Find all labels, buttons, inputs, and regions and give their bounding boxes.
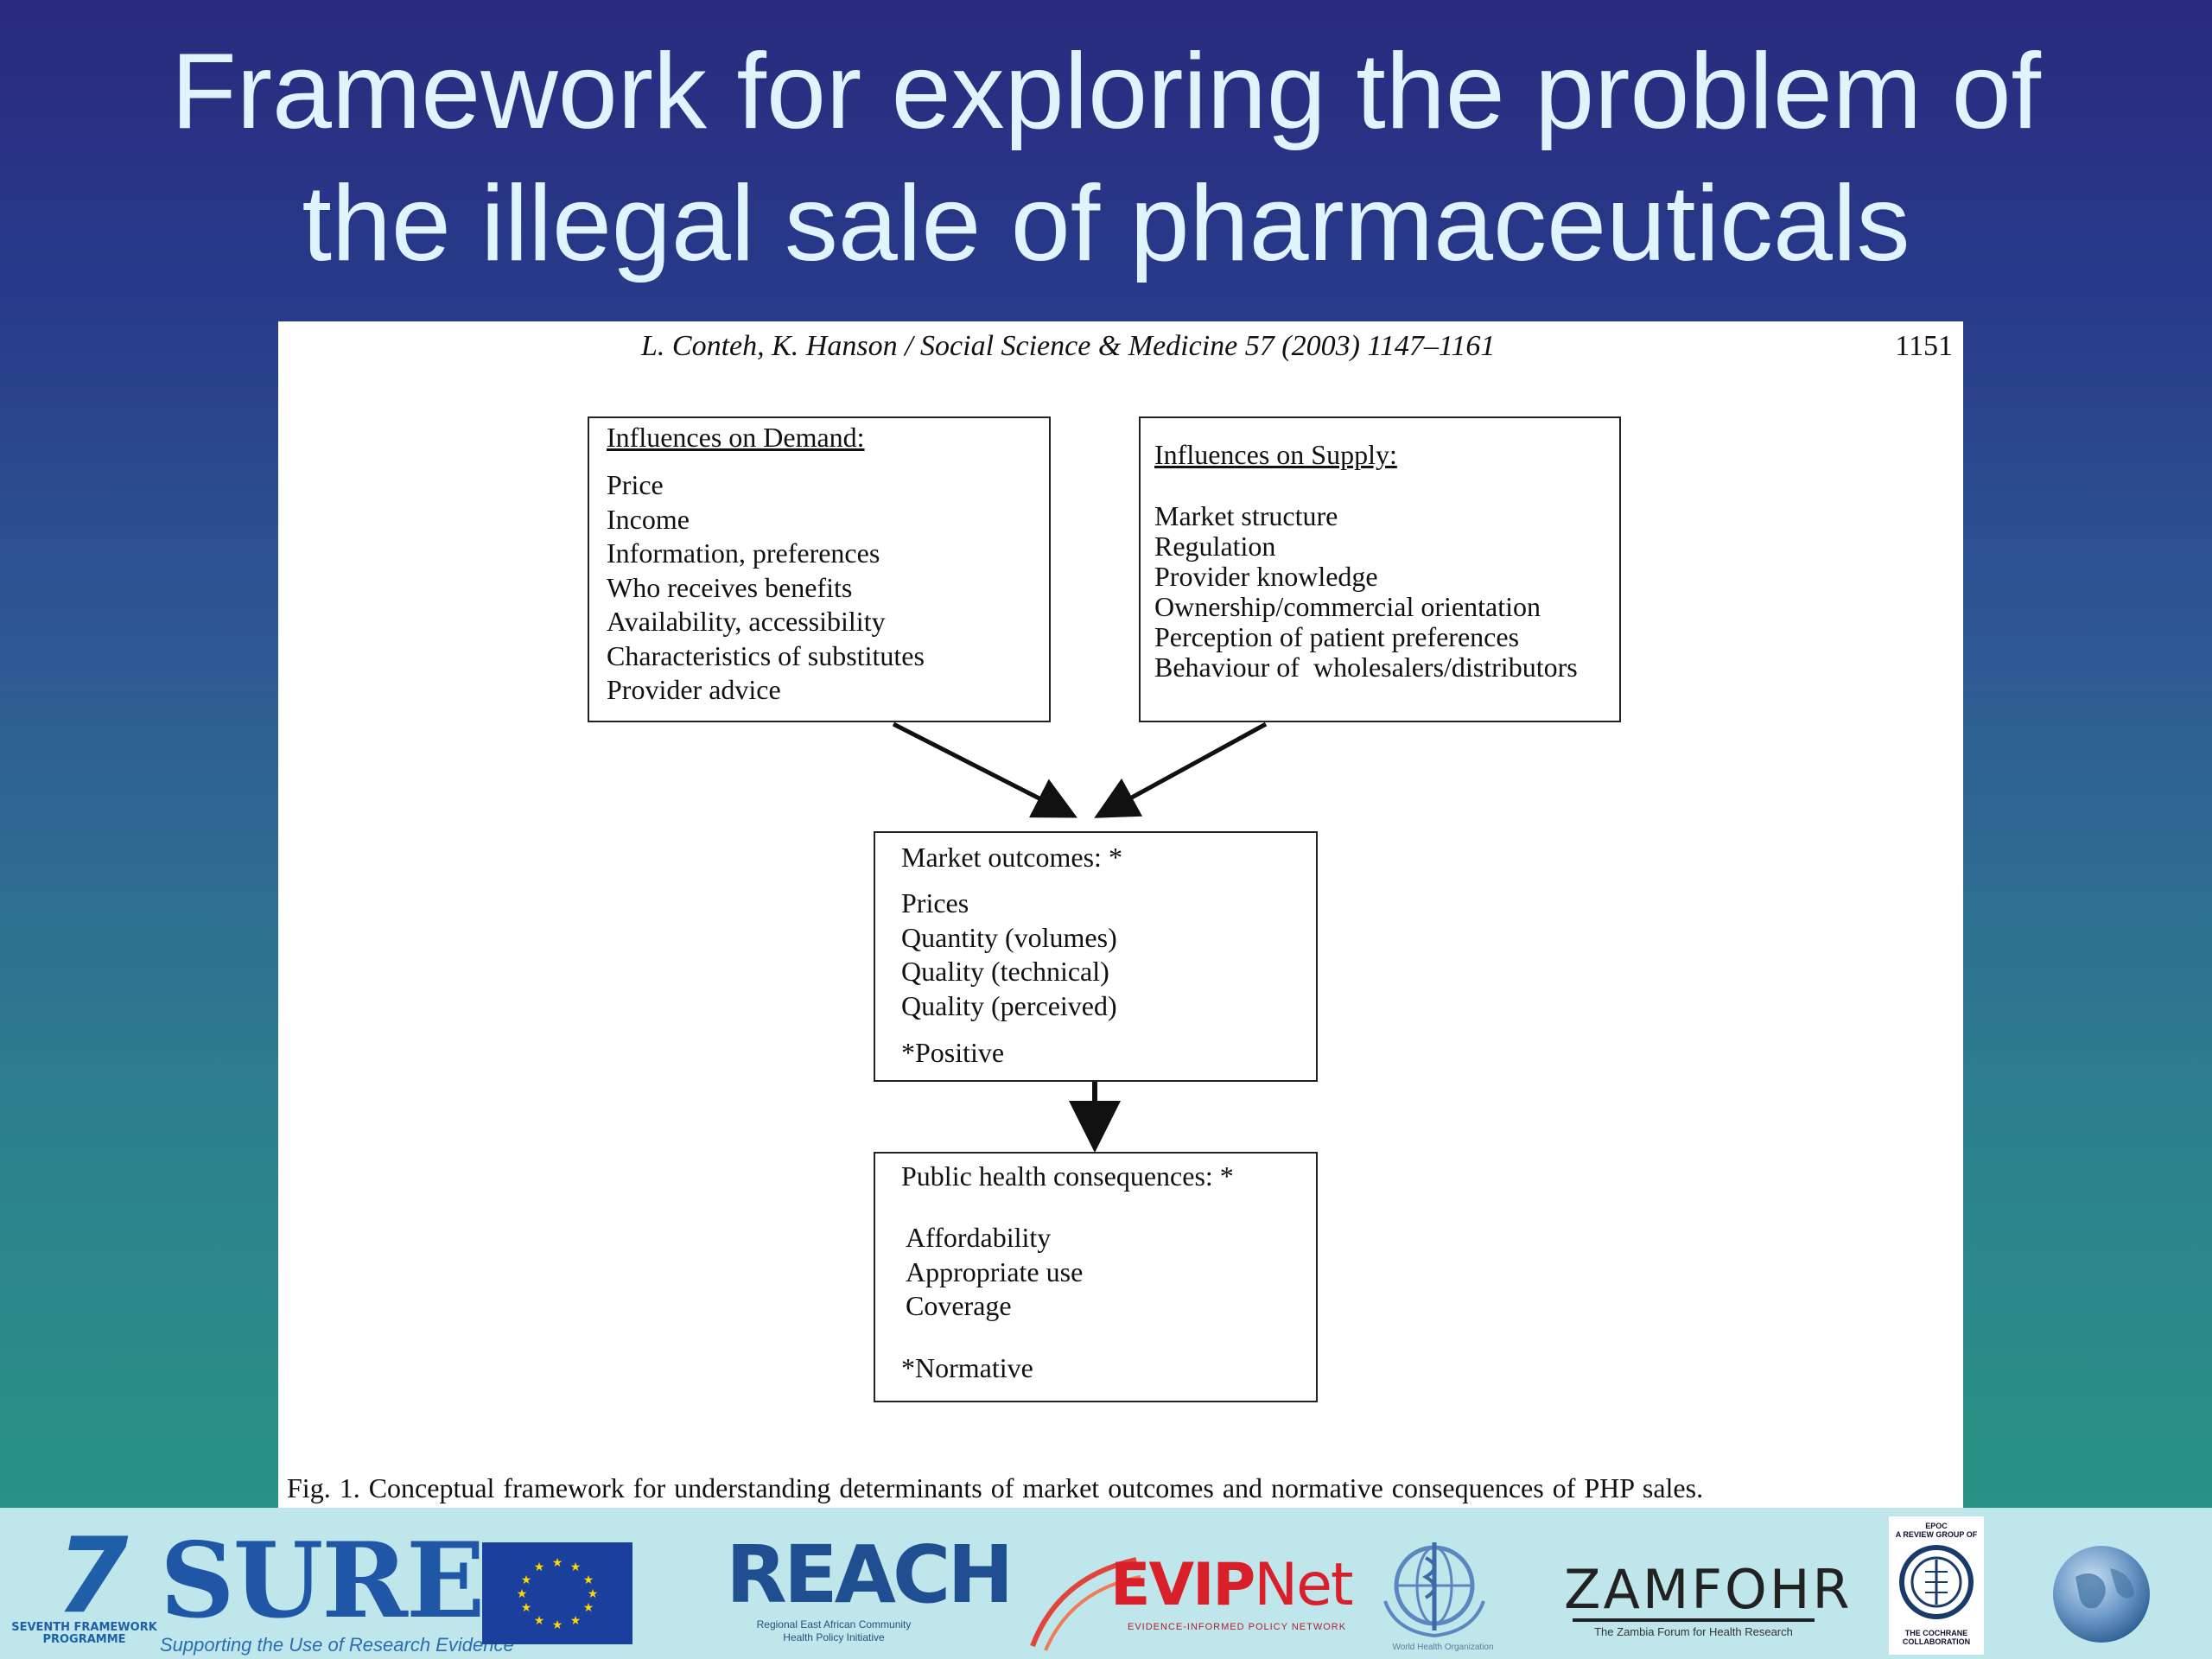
supply-item: Provider knowledge — [1154, 561, 1378, 592]
svg-text:★: ★ — [570, 1560, 582, 1574]
svg-text:★: ★ — [534, 1560, 545, 1574]
reach-subtitle-2: Health Policy Initiative — [783, 1631, 885, 1643]
seven-fp-label: SEVENTH FRAMEWORK PROGRAMME — [11, 1621, 157, 1646]
evipnet-word-bold: EVIP — [1110, 1551, 1255, 1619]
cochrane-epoc-logo: EPOC A REVIEW GROUP OF THE COCHRANE COLL… — [1889, 1516, 1984, 1655]
svg-text:★: ★ — [552, 1618, 563, 1632]
supply-to-market-arrow — [1094, 721, 1268, 818]
svg-text:★: ★ — [534, 1614, 545, 1628]
cochrane-top-line-2: A REVIEW GROUP OF — [1895, 1530, 1978, 1539]
svg-text:★: ★ — [552, 1556, 563, 1570]
reach-subtitle-1: Regional East African Community — [756, 1618, 912, 1630]
market-box-heading: Market outcomes: * — [901, 842, 1122, 873]
market-items-list: Prices Quantity (volumes) Quality (techn… — [901, 887, 1117, 1023]
cochrane-top-line-1: EPOC — [1925, 1522, 1948, 1530]
demand-item: Price — [607, 469, 664, 500]
slide-title: Framework for exploring the problem of t… — [0, 26, 2212, 290]
svg-text:★: ★ — [570, 1614, 582, 1628]
svg-text:★: ★ — [521, 1573, 532, 1587]
demand-to-market-arrow — [892, 721, 1077, 818]
health-item: Coverage — [906, 1290, 1012, 1321]
supply-items-list: Market structure Regulation Provider kno… — [1154, 501, 1578, 683]
figure-caption: Fig. 1. Conceptual framework for underst… — [287, 1472, 1704, 1503]
market-item: Prices — [901, 887, 969, 918]
zamfohr-wordmark: ZAMFOHR — [1564, 1558, 1853, 1621]
demand-item: Income — [607, 503, 690, 535]
evipnet-wordmark: EVIPNet — [1110, 1551, 1354, 1619]
market-outcomes-box: Market outcomes: * Prices Quantity (volu… — [874, 831, 1318, 1082]
who-subtitle: World Health Organization — [1392, 1643, 1494, 1652]
health-items-list: Affordability Appropriate use Coverage — [906, 1221, 1083, 1324]
evipnet-swoosh-icon — [1030, 1557, 1141, 1651]
public-health-consequences-box: Public health consequences: * Affordabil… — [874, 1152, 1318, 1402]
cochrane-bottom-line-2: COLLABORATION — [1902, 1637, 1971, 1646]
evipnet-word-net: Net — [1254, 1551, 1353, 1619]
slide-title-line-1: Framework for exploring the problem of — [170, 32, 2041, 151]
demand-items-list: Price Income Information, preferences Wh… — [607, 468, 925, 708]
supply-influences-box: Influences on Supply: Market structure R… — [1139, 416, 1621, 722]
zamfohr-subtitle: The Zambia Forum for Health Research — [1594, 1625, 1793, 1638]
cochrane-emblem-icon — [1899, 1545, 1974, 1619]
demand-item: Provider advice — [607, 674, 781, 705]
demand-item: Information, preferences — [607, 537, 880, 569]
cochrane-bottom-line-1: THE COCHRANE — [1904, 1629, 1968, 1637]
sure-tagline: Supporting the Use of Research Evidence — [160, 1634, 514, 1656]
demand-influences-box: Influences on Demand: Price Income Infor… — [588, 416, 1051, 722]
demand-item: Characteristics of substitutes — [607, 639, 925, 671]
paper-figure-panel: L. Conteh, K. Hanson / Social Science & … — [278, 321, 1963, 1514]
evipnet-logo: EVIPNet EVIDENCE-INFORMED POLICY NETWORK — [1024, 1542, 1361, 1655]
partner-logos-footer: 7 SEVENTH FRAMEWORK PROGRAMME SURE Suppo… — [0, 1508, 2212, 1659]
svg-text:★: ★ — [588, 1587, 599, 1601]
slide-title-line-2: the illegal sale of pharmaceuticals — [302, 164, 1910, 283]
zamfohr-logo: ZAMFOHR The Zambia Forum for Health Rese… — [1564, 1558, 1853, 1639]
reach-logo: REACH Regional East African Community He… — [726, 1529, 1014, 1644]
supply-item: Regulation — [1154, 531, 1276, 562]
demand-item: Who receives benefits — [607, 571, 853, 603]
health-box-heading: Public health consequences: * — [901, 1160, 1234, 1192]
svg-text:★: ★ — [583, 1573, 594, 1587]
flow-arrows — [892, 721, 1268, 1153]
reach-wordmark: REACH — [726, 1529, 1014, 1621]
supply-item: Market structure — [1154, 500, 1338, 531]
cochrane-bottom-text: THE COCHRANE COLLABORATION — [1889, 1629, 1984, 1646]
seven-mark: 7 — [56, 1516, 129, 1637]
health-item: Affordability — [906, 1222, 1052, 1253]
market-item: Quality (perceived) — [901, 989, 1117, 1021]
market-box-note: *Positive — [901, 1037, 1005, 1068]
market-item: Quantity (volumes) — [901, 921, 1117, 953]
health-box-note: *Normative — [901, 1352, 1033, 1383]
who-emblem-icon — [1383, 1542, 1485, 1638]
globe-icon — [2050, 1542, 2153, 1646]
svg-text:★: ★ — [521, 1601, 532, 1615]
eu-flag-icon: ★★★ ★★★ ★★★ ★★★ — [482, 1542, 632, 1644]
supply-box-heading: Influences on Supply: — [1154, 439, 1397, 470]
supply-item: Ownership/commercial orientation — [1154, 591, 1541, 622]
supply-item: Behaviour of wholesalers/distributors — [1154, 652, 1578, 683]
demand-item: Availability, accessibility — [607, 606, 886, 637]
zamfohr-underline — [1573, 1618, 1815, 1622]
market-item: Quality (technical) — [901, 956, 1109, 987]
seventh-framework-programme-logo: 7 SEVENTH FRAMEWORK PROGRAMME — [9, 1516, 160, 1646]
sure-logo: SURE Supporting the Use of Research Evid… — [160, 1520, 514, 1656]
demand-box-heading: Influences on Demand: — [607, 422, 865, 453]
health-item: Appropriate use — [906, 1255, 1084, 1287]
svg-text:★: ★ — [583, 1601, 594, 1615]
sure-wordmark: SURE — [160, 1520, 485, 1642]
paper-page-number: 1151 — [1895, 330, 1953, 362]
svg-text:★: ★ — [517, 1587, 528, 1601]
supply-item: Perception of patient preferences — [1154, 621, 1520, 652]
paper-citation: L. Conteh, K. Hanson / Social Science & … — [641, 330, 1496, 362]
who-logo: World Health Organization — [1370, 1532, 1499, 1653]
evipnet-subtitle: EVIDENCE-INFORMED POLICY NETWORK — [1128, 1622, 1347, 1632]
cochrane-top-text: EPOC A REVIEW GROUP OF — [1889, 1522, 1984, 1539]
